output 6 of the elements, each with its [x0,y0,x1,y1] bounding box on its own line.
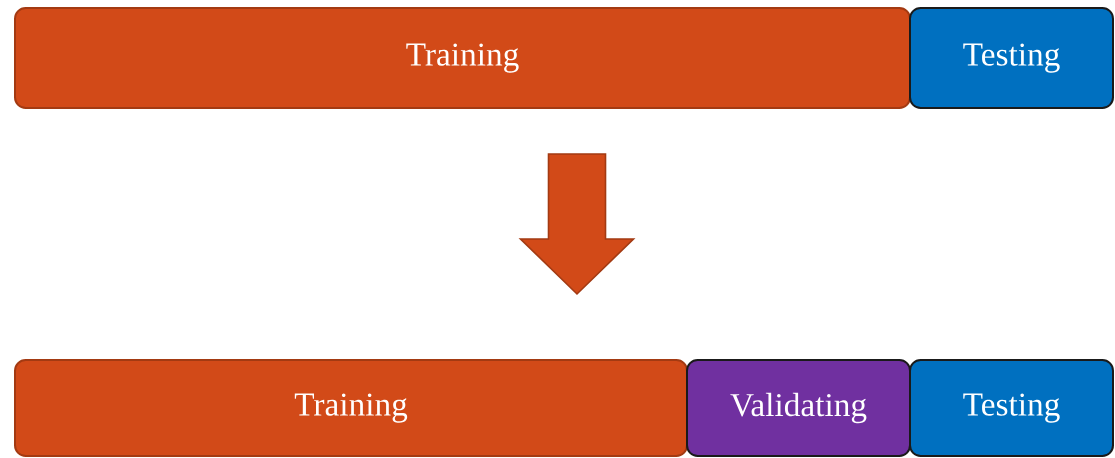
block-arrow [518,153,636,296]
bar-segment: Testing [909,359,1114,457]
bar-segment: Training [14,7,911,109]
bar-segment: Training [14,359,688,457]
bar-segment: Testing [909,7,1114,109]
bar-segment: Validating [686,359,911,457]
